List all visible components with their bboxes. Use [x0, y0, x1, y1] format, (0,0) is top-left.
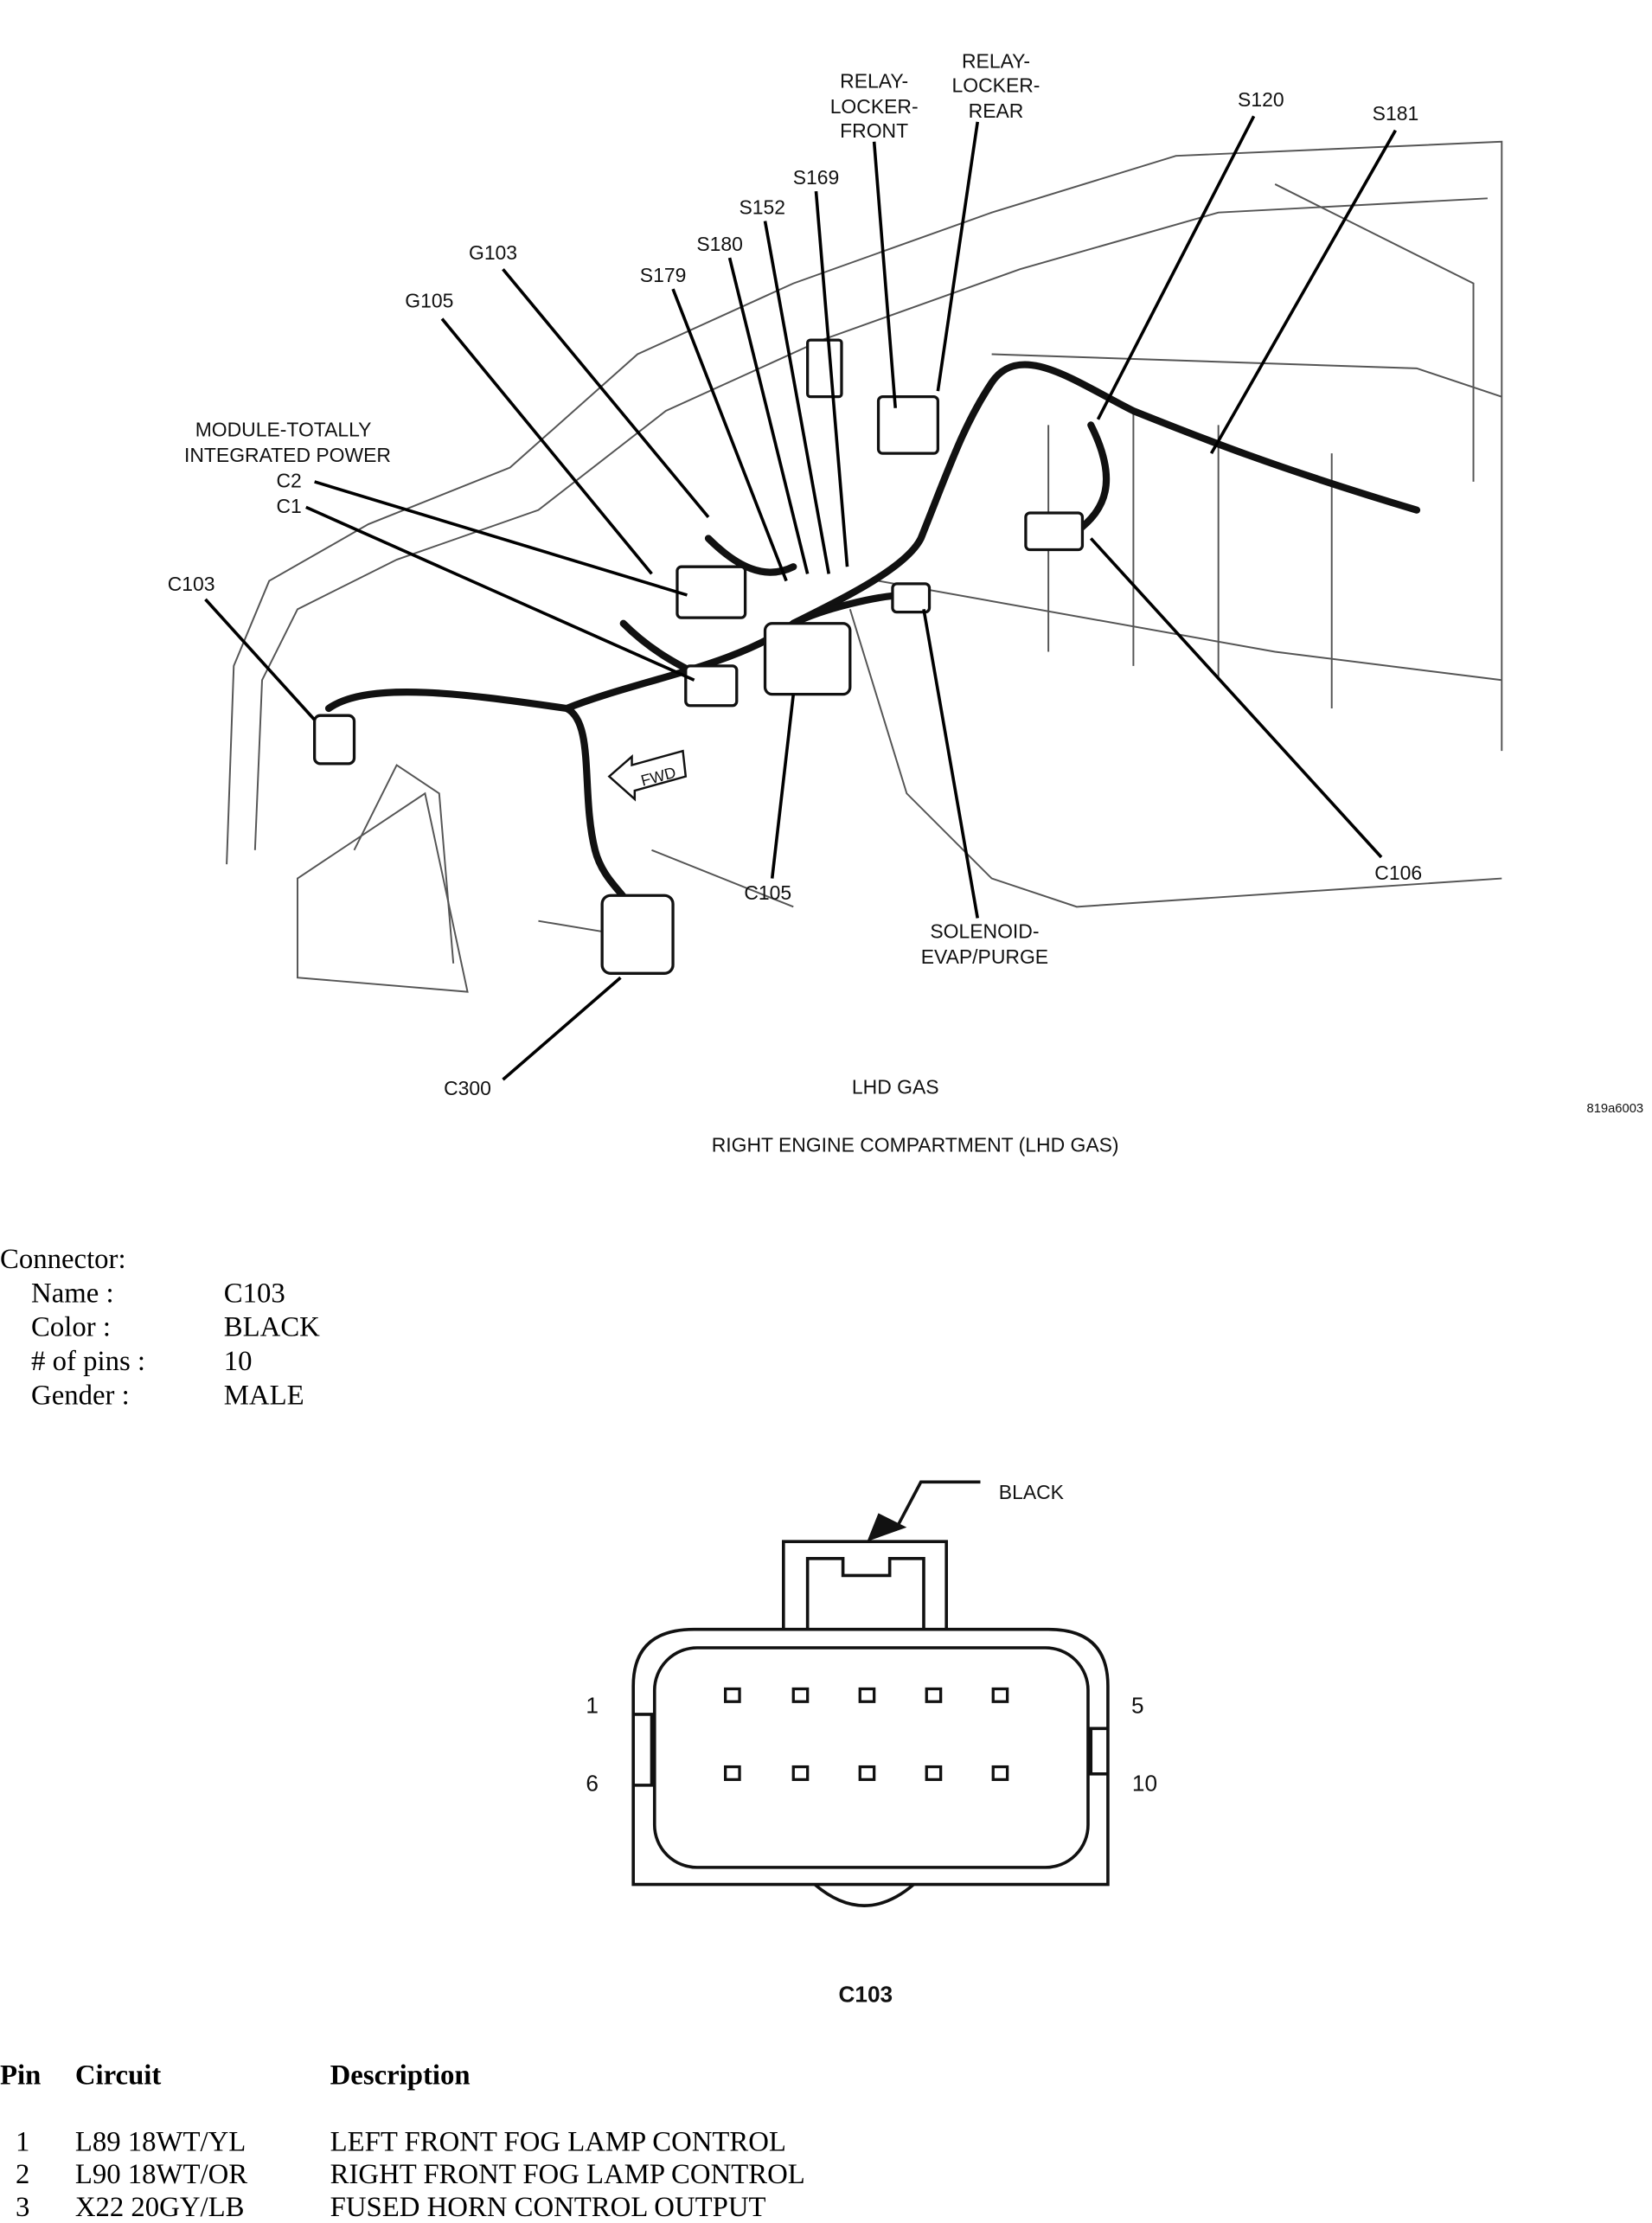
row-circuit: L90 18WT/OR — [74, 2159, 248, 2191]
pin-label-1: 1 — [586, 1692, 599, 1718]
s180-label: S180 — [696, 233, 743, 255]
row-description: LEFT FRONT FOG LAMP CONTROL — [330, 2126, 786, 2158]
s169-label: S169 — [793, 166, 840, 189]
c1-label: C1 — [276, 495, 301, 517]
relay-locker-rear-label: LOCKER- — [952, 74, 1041, 96]
g105-label: G105 — [405, 289, 453, 311]
header-circuit: Circuit — [74, 2060, 162, 2092]
solenoid-label: EVAP/PURGE — [921, 945, 1048, 968]
pin-label-5: 5 — [1131, 1692, 1144, 1718]
header-pin: Pin — [0, 2060, 42, 2092]
field-gender-value: MALE — [223, 1380, 304, 1412]
arrow-head-icon — [867, 1513, 907, 1542]
field-name-value: C103 — [223, 1278, 285, 1310]
pin-label-10: 10 — [1132, 1770, 1157, 1796]
c2-label: C2 — [276, 469, 301, 491]
module-tipm-label: INTEGRATED POWER — [184, 444, 391, 466]
connector-body-outer — [631, 1627, 1110, 1887]
relay-locker-front-label: RELAY- — [840, 70, 908, 93]
field-pins-value: 10 — [223, 1346, 253, 1378]
c300-label: C300 — [444, 1077, 491, 1099]
connector-body-inner — [652, 1646, 1090, 1869]
row-description: RIGHT FRONT FOG LAMP CONTROL — [330, 2159, 805, 2191]
connectors — [312, 338, 1085, 975]
relay-locker-front-label: FRONT — [840, 119, 908, 142]
s120-label: S120 — [1238, 88, 1284, 111]
forward-arrow-icon: FWD — [607, 749, 688, 802]
row-pin: 2 — [16, 2159, 30, 2191]
relay-locker-rear-label: RELAY- — [962, 50, 1030, 73]
row-circuit: X22 20GY/LB — [74, 2191, 245, 2223]
s152-label: S152 — [739, 195, 785, 218]
field-pins-label: # of pins : — [31, 1346, 145, 1378]
c106-label: C106 — [1374, 862, 1422, 884]
engine-compartment-diagram: FWD RELAY- LOCKER- FRONT RELAY- LOCKER- … — [168, 50, 1644, 1156]
figure-id: 819a6003 — [1587, 1102, 1644, 1116]
row-pin: 3 — [16, 2191, 30, 2223]
row-pin: 1 — [16, 2126, 30, 2158]
connector-heading: Connector: — [0, 1244, 126, 1276]
row-circuit: L89 18WT/YL — [74, 2126, 247, 2158]
color-callout-line — [893, 1480, 981, 1531]
leader-lines — [204, 115, 1397, 1081]
c103-label: C103 — [168, 573, 215, 595]
pin-label-6: 6 — [586, 1770, 599, 1796]
field-color-label: Color : — [31, 1311, 111, 1343]
g103-label: G103 — [469, 241, 517, 264]
wire-harness — [324, 361, 1421, 911]
header-description: Description — [330, 2060, 471, 2092]
s181-label: S181 — [1373, 102, 1419, 125]
vehicle-line-art — [226, 140, 1503, 993]
field-color-value: BLACK — [223, 1311, 320, 1343]
module-tipm-label: MODULE-TOTALLY — [195, 419, 372, 441]
relay-locker-front-label: LOCKER- — [830, 95, 919, 118]
pins — [724, 1687, 1009, 1781]
field-gender-label: Gender : — [31, 1380, 130, 1412]
connector-face-diagram: BLACK 1 5 6 10 C103 — [586, 1480, 1157, 2007]
solenoid-label: SOLENOID- — [930, 919, 1039, 942]
variant-label: LHD GAS — [852, 1076, 939, 1099]
tab — [782, 1540, 948, 1630]
field-name-label: Name : — [31, 1278, 114, 1310]
row-description: FUSED HORN CONTROL OUTPUT — [330, 2191, 766, 2223]
connector-title: C103 — [839, 1981, 893, 2007]
color-label: BLACK — [999, 1481, 1065, 1503]
relay-locker-rear-label: REAR — [969, 99, 1024, 122]
c105-label: C105 — [744, 881, 791, 904]
figure-caption: RIGHT ENGINE COMPARTMENT (LHD GAS) — [712, 1134, 1119, 1156]
s179-label: S179 — [640, 264, 687, 286]
